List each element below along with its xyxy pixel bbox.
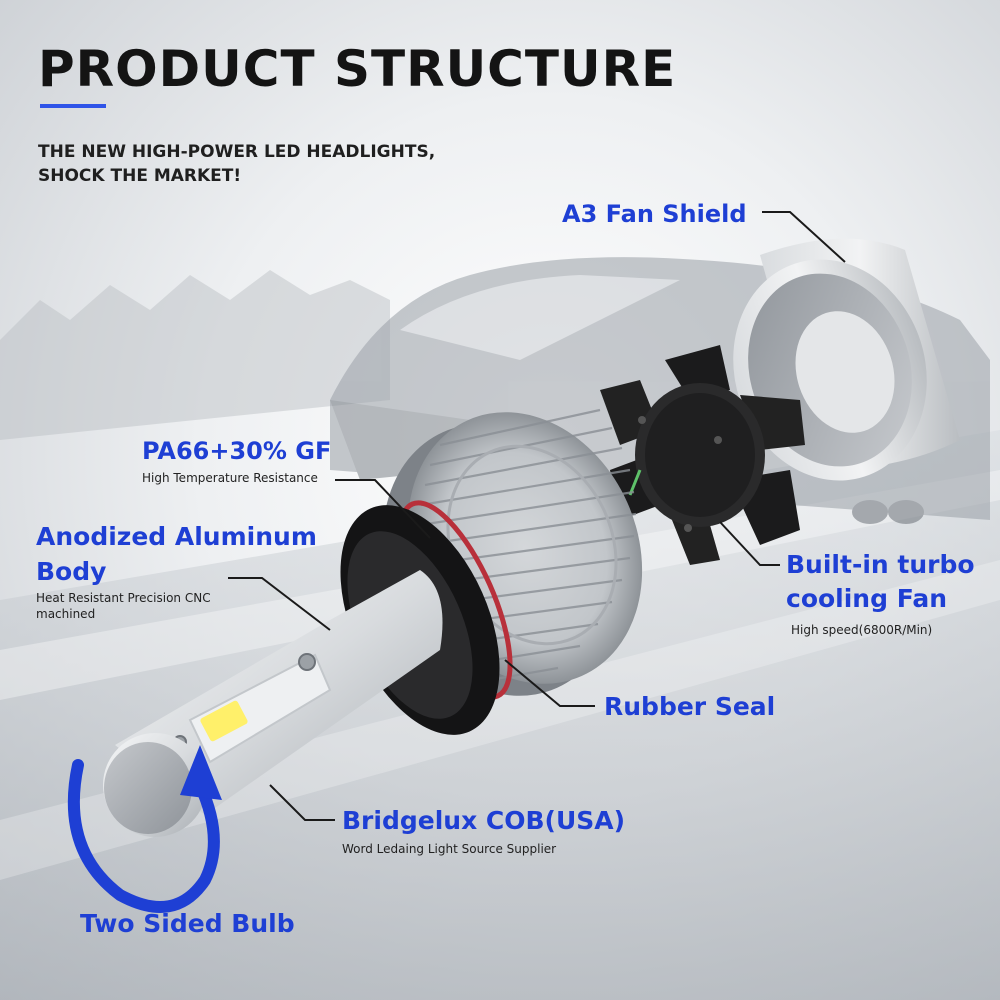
label-cob: Bridgelux COB(USA): [342, 806, 626, 835]
turbo-fan: [600, 345, 805, 565]
page-title: PRODUCT STRUCTURE: [38, 40, 677, 98]
caption-aluminum-line-2: machined: [36, 607, 96, 621]
rotation-arrow-icon: [67, 745, 222, 913]
label-turbo-fan-line-1: Built-in turbo: [786, 550, 975, 579]
label-aluminum-line-1: Anodized Aluminum: [36, 522, 317, 551]
subtitle-line-1: THE NEW HIGH-POWER LED HEADLIGHTS,: [38, 142, 436, 162]
label-aluminum-line-2: Body: [36, 557, 107, 586]
caption-pa66: High Temperature Resistance: [142, 471, 318, 485]
caption-turbo-fan: High speed(6800R/Min): [791, 623, 933, 637]
title-underline: [40, 104, 106, 108]
road-background: [0, 430, 1000, 1000]
label-pa66: PA66+30% GF: [142, 437, 332, 465]
label-turbo-fan-line-2: cooling Fan: [786, 584, 947, 613]
cob-chip: [200, 700, 248, 742]
caption-aluminum-line-1: Heat Resistant Precision CNC: [36, 591, 211, 605]
leader-lines: [228, 211, 846, 821]
label-fan-shield: A3 Fan Shield: [562, 200, 747, 228]
subtitle-line-2: SHOCK THE MARKET!: [38, 166, 242, 186]
caption-cob: Word Ledaing Light Source Supplier: [342, 842, 557, 856]
subtitle: THE NEW HIGH-POWER LED HEADLIGHTS, SHOCK…: [38, 140, 435, 188]
label-two-sided-bulb: Two Sided Bulb: [80, 909, 295, 938]
label-rubber-seal: Rubber Seal: [604, 692, 776, 721]
bulb-cap: [104, 742, 192, 834]
